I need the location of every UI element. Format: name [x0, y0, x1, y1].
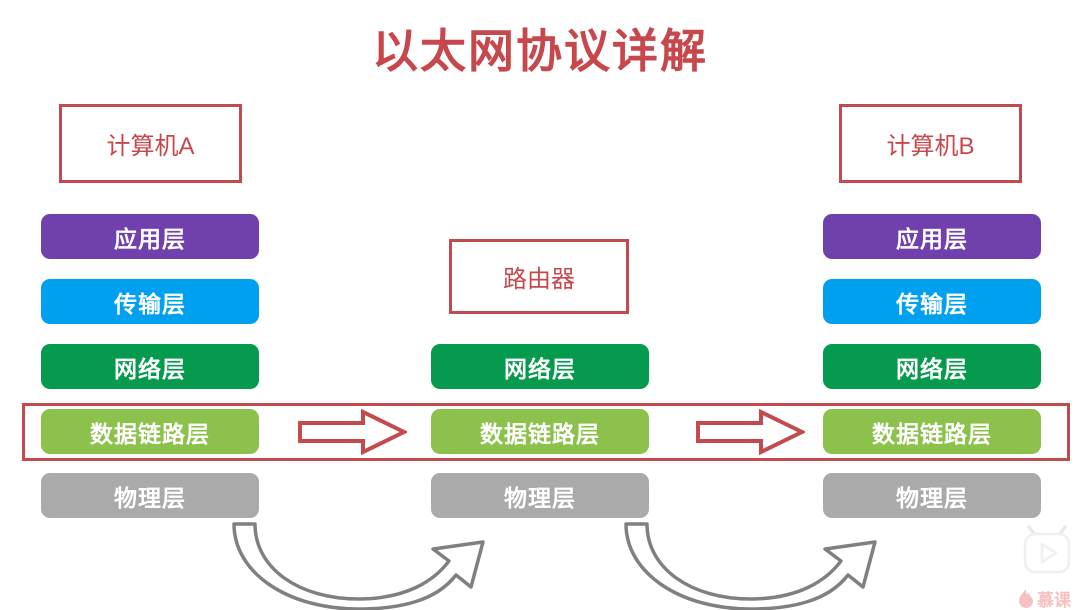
layer-a-datalink: 数据链路层 — [41, 409, 259, 454]
layer-b-transport: 传输层 — [823, 279, 1041, 324]
layer-label: 数据链路层 — [90, 420, 210, 447]
layer-label: 应用层 — [114, 225, 186, 252]
layer-b-application: 应用层 — [823, 214, 1041, 259]
layer-a-application: 应用层 — [41, 214, 259, 259]
layer-router-network: 网络层 — [431, 344, 649, 389]
brand-watermark-text: 慕课 — [1037, 590, 1071, 610]
page-title: 以太网协议详解 — [372, 25, 708, 77]
curved-arrow-icon-a-phy-to-router-phy — [232, 522, 485, 610]
brand-watermark: 慕课 — [1018, 586, 1080, 610]
arrow-right-icon-router-to-b — [696, 408, 805, 456]
layer-a-transport: 传输层 — [41, 279, 259, 324]
layer-label: 应用层 — [896, 225, 968, 252]
layer-label: 网络层 — [504, 355, 576, 382]
datalink-highlight-band — [22, 403, 1070, 461]
layer-label: 物理层 — [896, 484, 968, 511]
layer-a-physical: 物理层 — [41, 473, 259, 518]
node-router: 路由器 — [449, 239, 629, 314]
layer-label: 网络层 — [114, 355, 186, 382]
node-computer-b-label: 计算机B — [886, 133, 975, 160]
node-computer-a-label: 计算机A — [106, 133, 195, 160]
node-computer-b: 计算机B — [839, 104, 1022, 183]
layer-b-physical: 物理层 — [823, 473, 1041, 518]
layer-label: 物理层 — [504, 484, 576, 511]
layer-label: 网络层 — [896, 355, 968, 382]
layer-label: 传输层 — [896, 290, 968, 317]
layer-label: 数据链路层 — [480, 420, 600, 447]
layer-b-network: 网络层 — [823, 344, 1041, 389]
node-router-label: 路由器 — [503, 266, 575, 293]
layer-router-datalink: 数据链路层 — [431, 409, 649, 454]
tv-play-icon — [1023, 525, 1071, 574]
layer-a-network: 网络层 — [41, 344, 259, 389]
layer-label: 数据链路层 — [872, 420, 992, 447]
layer-router-physical: 物理层 — [431, 473, 649, 518]
curved-arrow-icon-router-phy-to-b-phy — [624, 522, 877, 610]
flame-icon — [1019, 589, 1033, 608]
node-computer-a: 计算机A — [59, 104, 242, 183]
arrow-right-icon-a-to-router — [298, 408, 407, 456]
layer-label: 传输层 — [114, 290, 186, 317]
layer-b-datalink: 数据链路层 — [823, 409, 1041, 454]
layer-label: 物理层 — [114, 484, 186, 511]
